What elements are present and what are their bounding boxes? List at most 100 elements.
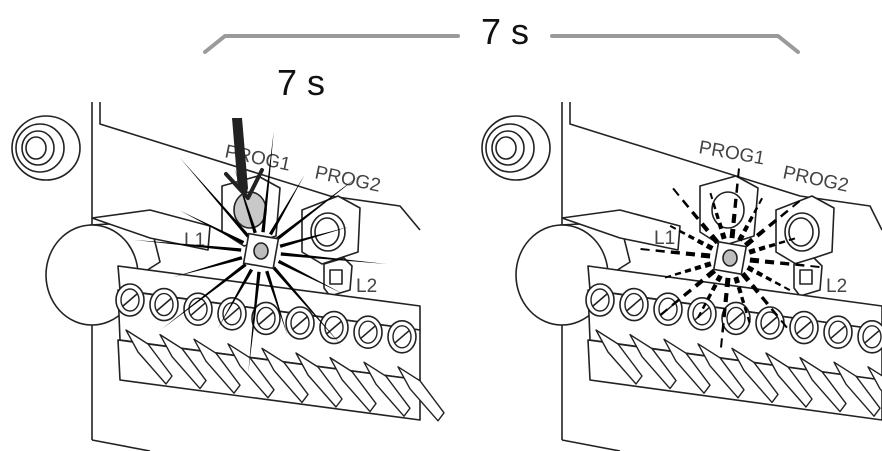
left-panel: [11, 102, 445, 451]
terminal-screw-slot: [258, 311, 274, 326]
burst-dash: [764, 259, 775, 265]
terminal-screw-slot: [394, 330, 410, 344]
burst-dash: [674, 271, 682, 276]
burst-ray: [179, 157, 250, 238]
terminal-fin: [125, 329, 173, 385]
burst-ray: [179, 210, 245, 245]
terminal-screw-slot: [592, 293, 608, 307]
burst-dash: [770, 307, 779, 317]
terminal-fins: [595, 329, 882, 417]
l2-label: L2: [826, 276, 847, 297]
burst-dash: [755, 228, 766, 238]
burst-dash: [705, 268, 717, 279]
burst-dash: [810, 265, 820, 268]
wall-grommet: [481, 115, 551, 181]
burst-dash: [740, 271, 751, 283]
burst-dash: [783, 286, 791, 291]
terminal-fin: [731, 347, 779, 404]
terminal-screw-slot: [694, 307, 710, 321]
burst-dash: [748, 248, 756, 255]
burst-dash: [700, 222, 710, 233]
burst-dash: [700, 252, 711, 259]
terminal-fin: [363, 361, 411, 417]
terminal-fin: [159, 333, 207, 390]
left-center-led: [242, 232, 280, 270]
burst-dash: [778, 240, 786, 245]
burst-dash: [705, 243, 714, 251]
burst-dash: [717, 222, 724, 230]
burst-dash: [701, 302, 707, 310]
burst-ray: [248, 271, 261, 373]
burst-dash: [721, 323, 725, 333]
terminal-fin: [867, 366, 882, 393]
burst-dash: [795, 263, 805, 267]
terminal-screw-slot: [626, 297, 642, 312]
burst-dash: [758, 245, 766, 252]
burst-dash: [743, 306, 748, 314]
terminal-screw-slot: [864, 330, 880, 344]
prog2-button: [775, 195, 835, 265]
burst-dash: [743, 237, 755, 248]
terminal-screw-slot: [122, 293, 138, 307]
terminal-screw-slot: [830, 325, 846, 339]
burst-dash: [697, 311, 702, 319]
burst-dash: [704, 261, 712, 268]
terminal-fin: [765, 352, 813, 408]
burst-dash: [712, 202, 717, 210]
burst-ray: [161, 263, 247, 329]
burst-dash: [681, 199, 690, 209]
burst-dash: [710, 283, 718, 292]
terminal-fin: [595, 329, 643, 385]
terminal-screws: [115, 283, 417, 354]
burst-dash: [774, 281, 782, 287]
terminal-screw-slot: [292, 316, 308, 330]
terminal-strip: [115, 265, 445, 422]
overall-duration-label: 7 s: [481, 11, 529, 52]
burst-ray: [265, 270, 288, 336]
burst-ray: [217, 268, 254, 330]
burst-dash: [731, 213, 737, 224]
burst-dash: [723, 292, 729, 303]
burst-ray: [261, 131, 274, 233]
burst-dash: [747, 215, 754, 223]
burst-dash: [755, 270, 764, 278]
burst-dash: [780, 319, 788, 329]
right-led-burst: [640, 168, 820, 348]
terminal-fins: [125, 329, 445, 422]
burst-dash: [733, 276, 740, 284]
prog1-label: PROG1: [223, 141, 292, 175]
right-panel: [481, 102, 882, 451]
terminal-fin: [329, 356, 377, 413]
burst-dash: [669, 225, 677, 230]
burst-dash: [779, 261, 790, 266]
burst-dash: [753, 206, 759, 214]
burst-dash: [685, 251, 696, 257]
burst-dash: [736, 286, 743, 294]
burst-dash: [684, 268, 692, 274]
burst-dash: [706, 293, 713, 301]
terminal-screw-slot: [190, 302, 206, 316]
burst-ray: [279, 226, 350, 248]
burst-dash: [768, 242, 776, 248]
terminal-fin: [295, 352, 343, 408]
terminal-screw-slot: [762, 316, 778, 330]
terminal-fin: [799, 356, 847, 413]
burst-dash: [659, 308, 669, 316]
terminal-fin: [833, 361, 881, 417]
burst-dash: [746, 265, 755, 273]
timeline-bracket: [203, 34, 800, 54]
wall-grommet: [11, 115, 81, 181]
prog1-label: PROG1: [697, 137, 766, 169]
burst-dash: [724, 277, 731, 288]
burst-ray: [272, 266, 343, 347]
terminal-fin: [663, 338, 711, 394]
relay-block: [91, 209, 211, 251]
burst-dash: [740, 296, 746, 304]
terminal-strip: [585, 265, 882, 421]
burst-dash: [720, 232, 727, 240]
burst-ray: [268, 174, 305, 236]
burst-dash: [779, 209, 789, 218]
prog2-label: PROG2: [781, 162, 850, 196]
press-duration-label: 7 s: [277, 62, 325, 103]
